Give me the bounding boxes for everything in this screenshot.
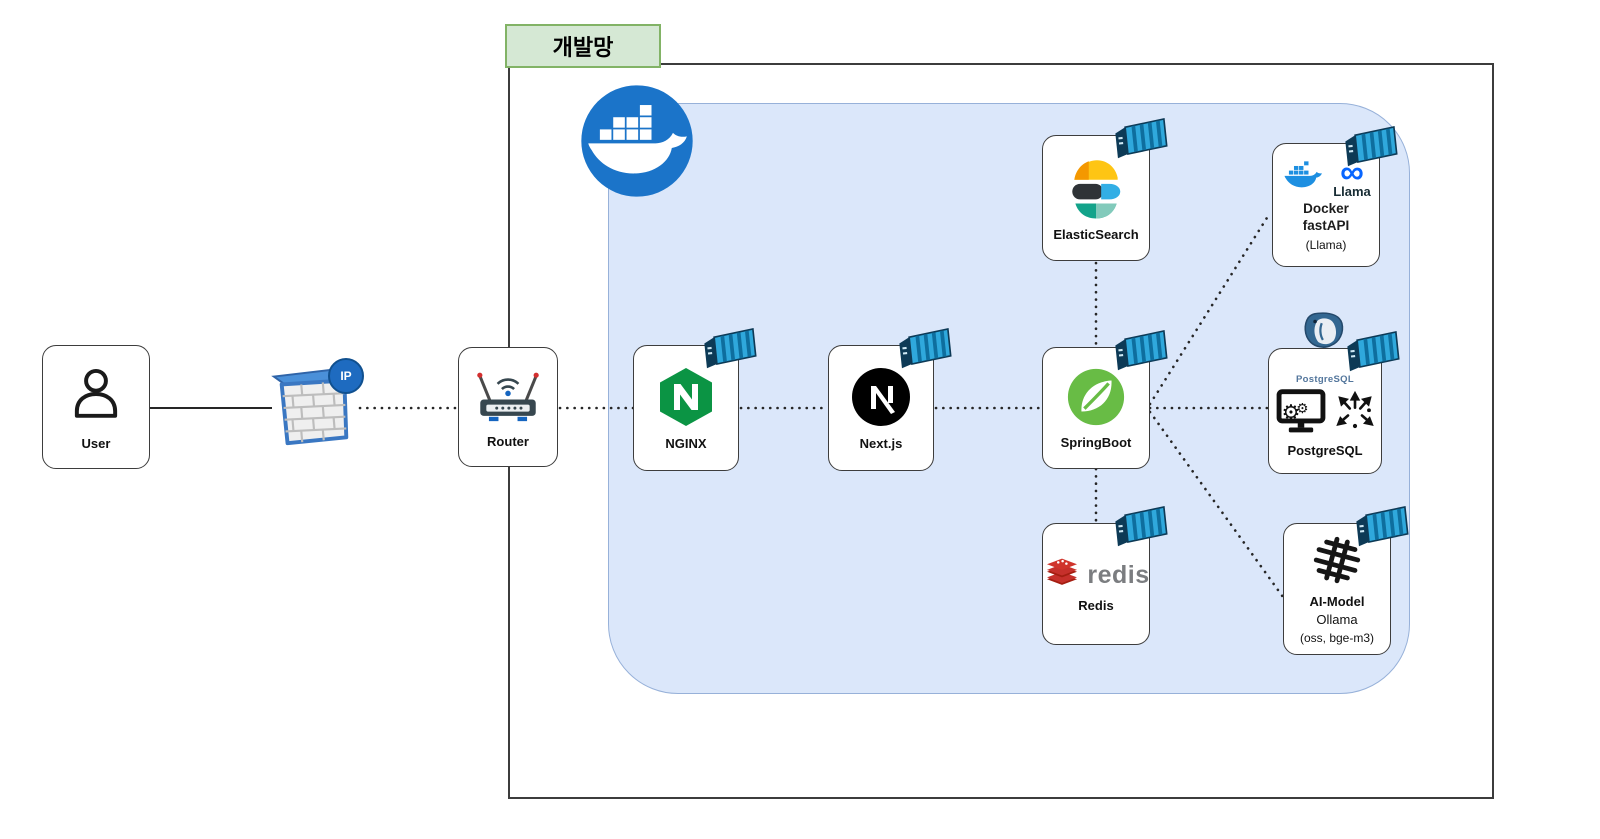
node-ollama[interactable]: AI-Model Ollama (oss, bge-m3) bbox=[1283, 505, 1409, 655]
container-icon bbox=[1114, 117, 1170, 161]
container-icon bbox=[1346, 330, 1402, 374]
node-redis[interactable]: redis Redis bbox=[1042, 505, 1168, 645]
devnet-zone-label: 개발망 bbox=[505, 24, 661, 68]
container-icon bbox=[703, 327, 759, 371]
elastic-logo-icon bbox=[1063, 154, 1129, 225]
edge-springboot-fastapi bbox=[1148, 211, 1272, 406]
container-icon bbox=[1344, 125, 1400, 169]
docker-whale-icon bbox=[1281, 157, 1325, 198]
monitor-gears-icon: ⚙ ⚙ bbox=[1275, 388, 1327, 441]
container-icon bbox=[898, 327, 954, 371]
node-postgresql[interactable]: PostgreSQL ⚙ ⚙ bbox=[1268, 330, 1400, 474]
node-label-line1: Docker bbox=[1303, 201, 1349, 217]
node-label: NGINX bbox=[665, 435, 707, 451]
node-router[interactable]: Router bbox=[458, 347, 558, 467]
svg-text:⚙: ⚙ bbox=[1281, 399, 1300, 424]
meta-llama-icon: ∞ Llama bbox=[1333, 152, 1371, 200]
svg-text:⚙: ⚙ bbox=[1296, 400, 1308, 416]
node-label-line3: (Llama) bbox=[1305, 238, 1347, 253]
person-icon bbox=[63, 363, 129, 434]
spring-logo-icon bbox=[1065, 366, 1127, 433]
edge-springboot-ollama bbox=[1148, 410, 1285, 599]
container-icon bbox=[1114, 329, 1170, 373]
node-nextjs[interactable]: Next.js bbox=[828, 327, 952, 471]
node-label: Router bbox=[487, 433, 529, 449]
node-fastapi-llama[interactable]: ∞ Llama Docker fastAPI (Llama) bbox=[1272, 125, 1398, 267]
node-firewall[interactable]: IP bbox=[266, 356, 364, 452]
vector-arrows-icon bbox=[1334, 390, 1376, 438]
node-label: Next.js bbox=[859, 435, 903, 451]
postgres-wordmark: PostgreSQL bbox=[1296, 373, 1354, 385]
nextjs-logo-icon bbox=[849, 365, 913, 434]
node-label-line2: fastAPI bbox=[1302, 218, 1350, 234]
container-icon bbox=[1355, 505, 1411, 549]
node-user[interactable]: User bbox=[42, 345, 150, 469]
node-nginx[interactable]: NGINX bbox=[633, 327, 757, 471]
node-springboot[interactable]: SpringBoot bbox=[1042, 329, 1168, 469]
postgres-elephant-icon bbox=[1301, 312, 1347, 350]
node-label: User bbox=[81, 435, 111, 451]
node-label-line1: AI-Model bbox=[1309, 593, 1365, 609]
node-label-line3: (oss, bge-m3) bbox=[1299, 631, 1375, 646]
node-label: SpringBoot bbox=[1060, 434, 1132, 450]
node-label: PostgreSQL bbox=[1287, 442, 1363, 458]
docker-logo-icon bbox=[579, 83, 695, 199]
firewall-icon bbox=[266, 367, 360, 456]
node-elasticsearch[interactable]: ElasticSearch bbox=[1042, 117, 1168, 261]
redis-logo-icon bbox=[1042, 555, 1082, 596]
container-icon bbox=[1114, 505, 1170, 549]
router-icon bbox=[469, 365, 547, 432]
node-label: ElasticSearch bbox=[1053, 226, 1139, 242]
redis-wordmark: redis bbox=[1087, 560, 1150, 589]
nginx-logo-icon bbox=[654, 365, 718, 434]
llama-wordmark: Llama bbox=[1333, 184, 1371, 200]
openai-logo-icon bbox=[1310, 533, 1364, 592]
node-label-line2: Ollama bbox=[1316, 612, 1358, 628]
ip-badge: IP bbox=[328, 358, 364, 394]
node-label: Redis bbox=[1078, 597, 1114, 613]
meta-infinity-icon: ∞ bbox=[1340, 152, 1364, 190]
